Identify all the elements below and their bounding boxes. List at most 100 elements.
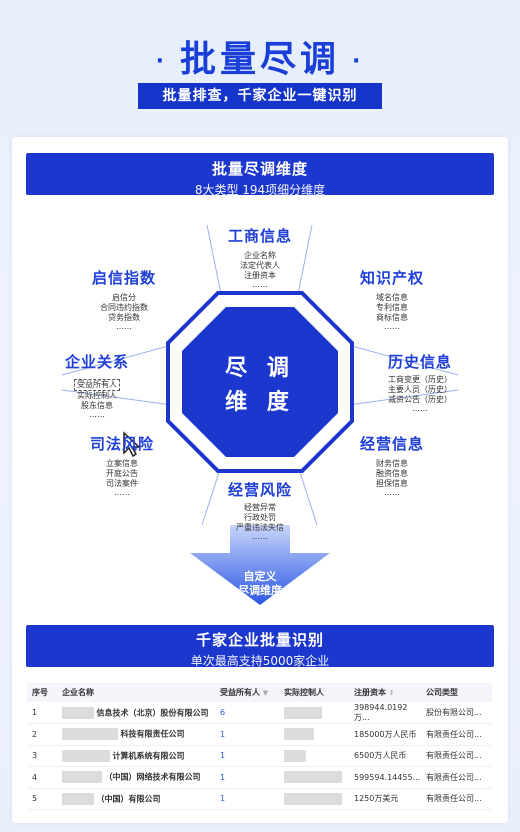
header-no: 序号 (27, 683, 57, 702)
divider-line (347, 344, 459, 376)
hero-title-text: 批量尽调 (179, 39, 340, 80)
header-capital-label: 注册资本 (354, 688, 386, 697)
divider-line (347, 389, 459, 406)
cell-capital: 1250万美元 (349, 788, 421, 810)
cell-name-text: （中国）有限公司 (96, 794, 161, 804)
cell-name-text: （中国）网络技术有限公司 (104, 772, 201, 782)
dimension-banner-subtitle: 8大类型 194项细分维度 (194, 183, 326, 197)
cell-controller (279, 766, 349, 789)
category-item: 商标信息 (376, 313, 408, 322)
category-item: 启信分 (112, 293, 136, 302)
category-title: 历史信息 (387, 353, 452, 371)
cell-no: 2 (27, 723, 57, 746)
divider-line (296, 462, 318, 526)
category-item: 贷务指数 (108, 313, 140, 322)
sort-icon[interactable]: ↕ (388, 689, 395, 697)
batch-banner-title: 千家企业批量识别 (195, 631, 324, 649)
category-item: 企业名称 (244, 251, 276, 260)
divider-line (296, 224, 313, 300)
category-item: 域名信息 (376, 293, 408, 302)
table-row[interactable]: 2 科技有限责任公司 1 185000万人民币 有限责任公司... (27, 723, 492, 746)
cell-name: （中国）网络技术有限公司 (57, 766, 215, 789)
category-item: 严重违法失信 (236, 523, 284, 532)
category-more: …… (384, 322, 400, 331)
cell-name: 科技有限责任公司 (57, 723, 215, 746)
filter-icon[interactable]: ▼ (262, 689, 269, 697)
category-guanxi[interactable]: 企业关系 受益所有人 实际控制人 股东信息 …… (62, 351, 132, 419)
cell-controller (279, 745, 349, 767)
custom-dimension-line2: 尽调维度 (238, 584, 282, 597)
hero-subtitle: 批量排查，千家企业一键识别 (138, 83, 382, 109)
header-owner-label: 受益所有人 (220, 688, 260, 697)
category-more: …… (252, 280, 268, 289)
category-title: 工商信息 (227, 227, 292, 245)
category-more: …… (384, 488, 400, 497)
cell-no: 3 (27, 745, 57, 767)
cell-controller (279, 702, 349, 724)
category-title: 经营信息 (359, 435, 424, 453)
table-header-row: 序号 企业名称 受益所有人 ▼ 实际控制人 注册资本 ↕ 公司类型 (27, 683, 492, 702)
header-owner[interactable]: 受益所有人 ▼ (215, 683, 279, 702)
table-row[interactable]: 5 （中国）有限公司 1 1250万美元 有限责任公司... (27, 788, 492, 810)
category-jingying[interactable]: 经营信息 财务信息 融资信息 担保信息 …… (342, 433, 442, 497)
category-title: 启信指数 (91, 269, 156, 287)
center-line2: 维 度 (225, 390, 295, 415)
category-qixin[interactable]: 启信指数 启信分 合同违约指数 贷务指数 …… (74, 267, 174, 331)
header-capital[interactable]: 注册资本 ↕ (349, 683, 421, 702)
cell-owner[interactable]: 1 (215, 745, 279, 767)
redacted-block (62, 728, 118, 741)
category-item: 合同违约指数 (100, 303, 148, 312)
category-item-highlighted[interactable]: 受益所有人 (74, 379, 120, 391)
category-item: 财务信息 (376, 459, 408, 468)
title-dot-right: · (352, 48, 365, 74)
header-controller: 实际控制人 (279, 683, 349, 702)
category-more: …… (116, 322, 132, 331)
category-title: 企业关系 (64, 353, 129, 371)
table-row[interactable]: 1 信息技术（北京）股份有限公司 6 398944.0192万... 股份有限公… (27, 702, 492, 724)
category-title: 司法风险 (89, 435, 154, 453)
cell-owner[interactable]: 6 (215, 702, 279, 724)
category-more: …… (252, 532, 268, 541)
custom-dimension-arrow (190, 525, 330, 605)
redacted-block (284, 792, 342, 805)
category-more: …… (114, 488, 130, 497)
table-row[interactable]: 4 （中国）网络技术有限公司 1 599594.14455... 有限责任公司.… (27, 766, 492, 789)
custom-dimension-label[interactable]: 自定义 尽调维度 (220, 570, 300, 598)
redacted-block (284, 749, 306, 762)
category-fengxian[interactable]: 经营风险 经营异常 行政处罚 严重违法失信 …… (210, 479, 310, 541)
category-more: …… (89, 410, 105, 419)
cell-owner[interactable]: 1 (215, 723, 279, 746)
category-item: 行政处罚 (244, 513, 276, 522)
results-table: 序号 企业名称 受益所有人 ▼ 实际控制人 注册资本 ↕ 公司类型 1 信息技术… (27, 683, 492, 810)
cell-owner[interactable]: 1 (215, 788, 279, 810)
cell-controller (279, 723, 349, 746)
cursor-icon (123, 431, 141, 458)
category-item: 法定代表人 (240, 261, 280, 270)
table-row[interactable]: 3 计算机系统有限公司 1 6500万人民币 有限责任公司... (27, 745, 492, 767)
cell-controller (279, 788, 349, 810)
category-zhishi[interactable]: 知识产权 域名信息 专利信息 商标信息 …… (342, 267, 442, 331)
category-more: …… (412, 404, 428, 413)
category-gongshang[interactable]: 工商信息 企业名称 法定代表人 注册资本 …… (210, 225, 310, 289)
batch-banner-subtitle: 单次最高支持5000家企业 (190, 654, 330, 668)
cell-name: 计算机系统有限公司 (57, 745, 215, 767)
category-lishi[interactable]: 历史信息 工商变更（历史） 主要人员（历史） 减资公告（历史） …… (370, 351, 470, 413)
redacted-block (284, 771, 342, 784)
divider-line (206, 224, 223, 300)
redacted-block (62, 771, 102, 784)
category-item: 主要人员（历史） (388, 385, 452, 394)
redacted-block (284, 706, 322, 719)
cell-type: 有限责任公司... (421, 766, 492, 789)
category-sifa[interactable]: 司法风险 立案信息 开庭公告 司法案件 …… (72, 433, 172, 497)
category-item: 工商变更（历史） (388, 375, 452, 384)
category-item: 融资信息 (376, 469, 408, 478)
redacted-block (62, 792, 94, 805)
cell-name: 信息技术（北京）股份有限公司 (57, 702, 215, 724)
category-title: 经营风险 (227, 481, 292, 499)
custom-dimension-line1: 自定义 (243, 570, 277, 583)
category-item: 股东信息 (81, 401, 113, 410)
category-item: 担保信息 (376, 479, 408, 488)
divider-line (61, 344, 173, 376)
category-item: 经营异常 (244, 503, 276, 512)
cell-owner[interactable]: 1 (215, 766, 279, 789)
